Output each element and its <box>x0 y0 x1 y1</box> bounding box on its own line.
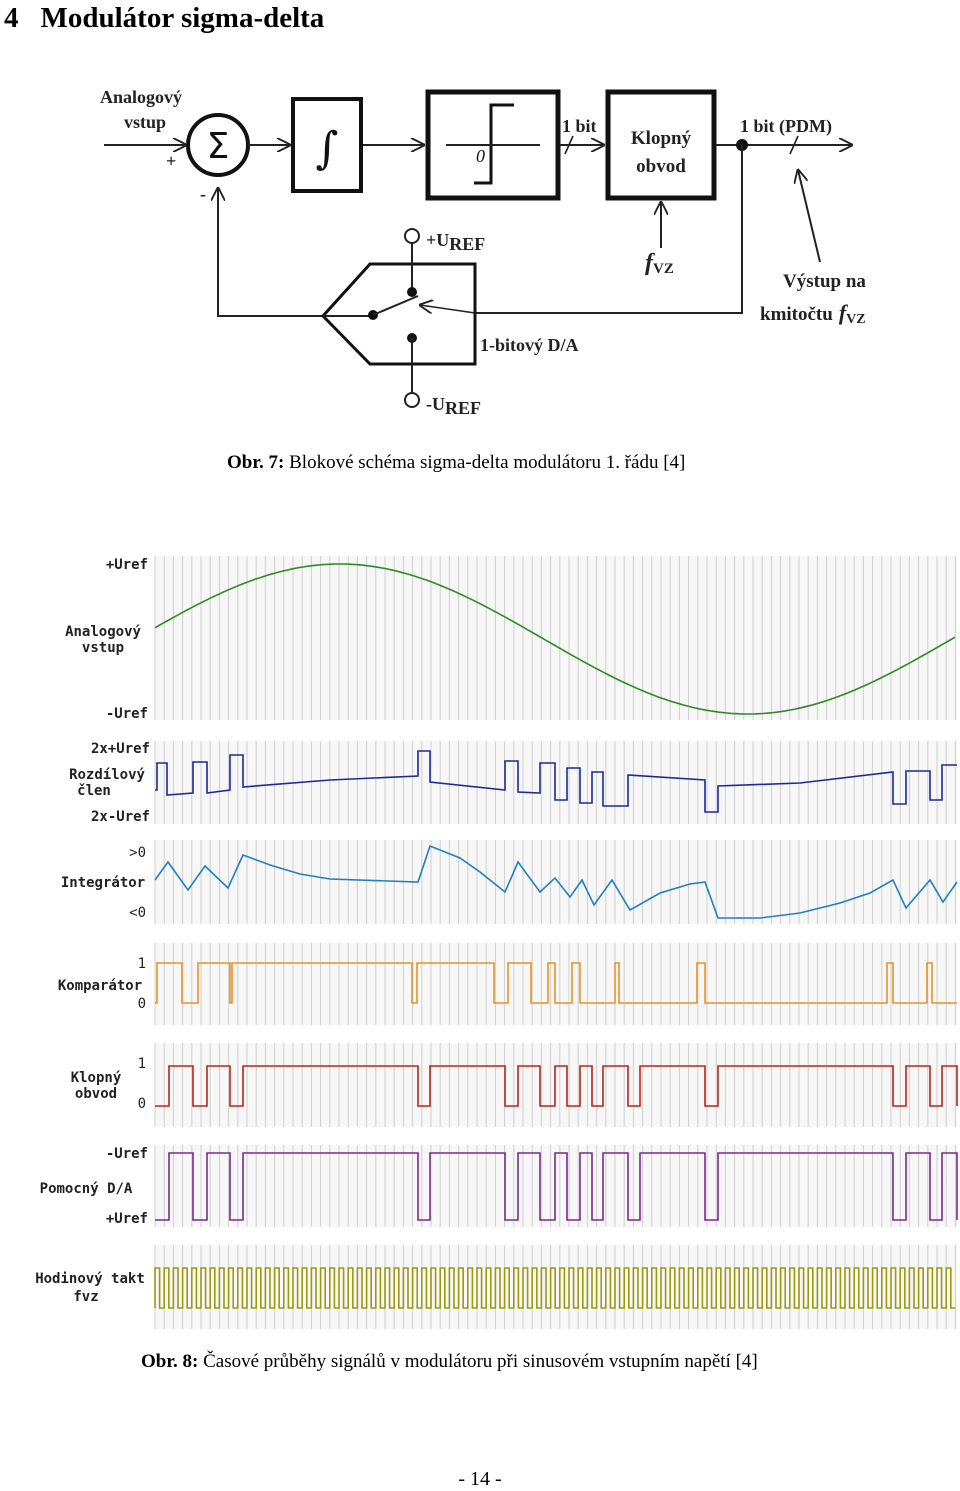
section-heading: 4 Modulátor sigma-delta <box>4 2 324 35</box>
feedback-line-right <box>475 145 743 314</box>
uref-plus-label: +UREF <box>426 230 485 254</box>
dac-bottom-label: +Uref <box>106 1211 148 1227</box>
comparator-zero: 0 <box>476 146 485 166</box>
input-bottom-label: -Uref <box>106 706 148 722</box>
input-grid <box>154 556 957 720</box>
bus-slash-2 <box>789 135 799 155</box>
section-title: Modulátor sigma-delta <box>40 2 325 34</box>
integrator-waveform <box>154 844 958 919</box>
uref-minus-label: -UREF <box>426 394 481 418</box>
integrator-name: Integrátor <box>61 875 145 891</box>
input-top-label: +Uref <box>106 557 148 573</box>
flipflop-label-line1: Klopný <box>631 128 692 149</box>
difference-name-line1: Rozdílový <box>69 767 145 783</box>
clock-waveform <box>154 1267 956 1309</box>
figure1-caption: Obr. 7: Blokové schéma sigma-delta modul… <box>227 452 685 474</box>
input-name-line2: vstup <box>82 640 124 656</box>
input-name-line1: Analogový <box>65 624 141 640</box>
feedback-line-left <box>218 188 323 317</box>
figure1-caption-text: Blokové schéma sigma-delta modulátoru 1.… <box>284 452 686 473</box>
bus-slash-1 <box>564 135 574 155</box>
switch-blade <box>372 295 419 316</box>
uref-minus-terminal <box>404 392 420 408</box>
fvz-label: fVZ <box>645 250 674 277</box>
difference-top-label: 2x+Uref <box>91 741 150 757</box>
flipflop-name-line2: obvod <box>75 1086 117 1102</box>
page-number: - 14 - <box>458 1468 502 1490</box>
figure2-caption-text: Časové průběhy signálů v modulátoru při … <box>198 1351 758 1372</box>
comparator-top-label: 1 <box>138 956 146 972</box>
switch-contact-top <box>407 287 417 297</box>
one-bit-label: 1 bit <box>562 116 597 136</box>
output-note-arrow <box>798 170 821 263</box>
flipflop-block <box>605 89 717 201</box>
flipflop-label-line2: obvod <box>636 156 686 177</box>
input-label-line2: vstup <box>124 112 166 132</box>
input-waveform <box>154 563 956 715</box>
figure1-caption-label: Obr. 7: <box>227 452 285 473</box>
integral-symbol: ∫ <box>316 123 339 174</box>
plus-sign: + <box>166 151 176 171</box>
figure2-caption-label: Obr. 8: <box>141 1351 199 1372</box>
difference-waveform <box>155 750 957 813</box>
difference-bottom-label: 2x-Uref <box>91 809 150 825</box>
flipflop-name-line1: Klopný <box>71 1070 122 1086</box>
switch-control-arrow <box>420 305 476 314</box>
difference-grid <box>154 741 957 824</box>
integrator-top-label: >0 <box>129 845 146 861</box>
comparator-waveform <box>155 962 957 1004</box>
timing-diagram: +Uref Analogový vstup -Uref 2x+Uref Rozd… <box>35 556 958 1329</box>
output-note-line1: Výstup na <box>783 271 866 292</box>
block-diagram: Analogový vstup + - Σ ∫ 0 1 bit Klopný o… <box>100 87 866 418</box>
dac-label: 1-bitový D/A <box>480 335 579 355</box>
clock-name-line2: fvz <box>73 1289 98 1305</box>
one-bit-pdm-label: 1 bit (PDM) <box>740 116 832 137</box>
integrator-bottom-label: <0 <box>129 905 146 921</box>
flipflop-waveform <box>155 1065 958 1107</box>
dac-waveform <box>155 1152 958 1221</box>
integrator-grid <box>154 840 957 924</box>
dac-block <box>320 262 477 366</box>
difference-name-line2: člen <box>77 783 111 799</box>
comparator-name: Komparátor <box>58 978 142 994</box>
minus-sign: - <box>200 184 206 204</box>
section-number: 4 <box>4 2 19 34</box>
sigma-symbol: Σ <box>207 126 230 167</box>
comparator-bottom-label: 0 <box>138 996 146 1012</box>
comparator-grid <box>154 943 957 1025</box>
dac-name: Pomocný D/A <box>40 1181 133 1197</box>
flipflop-grid <box>154 1043 957 1127</box>
figure2-caption: Obr. 8: Časové průběhy signálů v modulát… <box>141 1351 758 1373</box>
flipflop-bottom-label: 0 <box>138 1096 146 1112</box>
integrator-block <box>291 97 363 193</box>
clock-name-line1: Hodinový takt <box>35 1271 145 1287</box>
input-label-line1: Analogový <box>100 87 182 107</box>
dac-top-label: -Uref <box>106 1146 148 1162</box>
dac-grid <box>154 1145 957 1227</box>
flipflop-top-label: 1 <box>138 1056 146 1072</box>
